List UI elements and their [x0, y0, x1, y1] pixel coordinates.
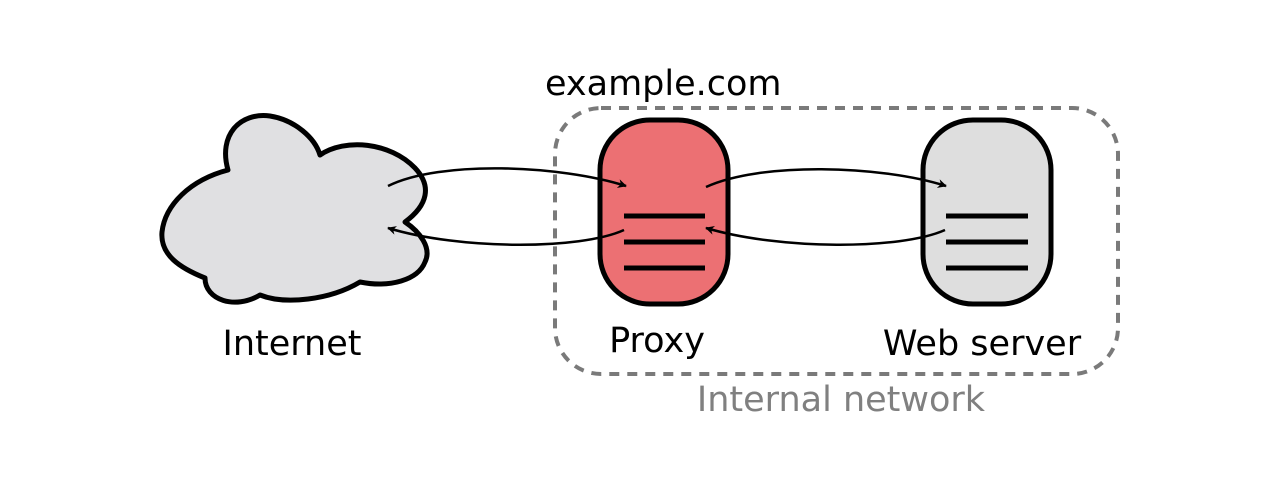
- arrow-proxy-to-internet: [387, 226, 625, 246]
- internet-label: Internet: [223, 324, 362, 364]
- web-server-icon: [920, 117, 1054, 307]
- domain-label: example.com: [545, 64, 782, 104]
- proxy-label: Proxy: [609, 321, 705, 361]
- web-server-label: Web server: [883, 324, 1082, 364]
- proxy-server-icon: [597, 117, 731, 307]
- arrow-webserver-to-proxy: [705, 225, 946, 246]
- arrow-internet-to-proxy: [387, 167, 627, 188]
- arrow-proxy-to-webserver: [705, 168, 947, 189]
- internal-network-label: Internal network: [697, 380, 986, 420]
- internet-cloud-icon: [159, 113, 430, 305]
- internal-network-boundary: [553, 106, 1120, 376]
